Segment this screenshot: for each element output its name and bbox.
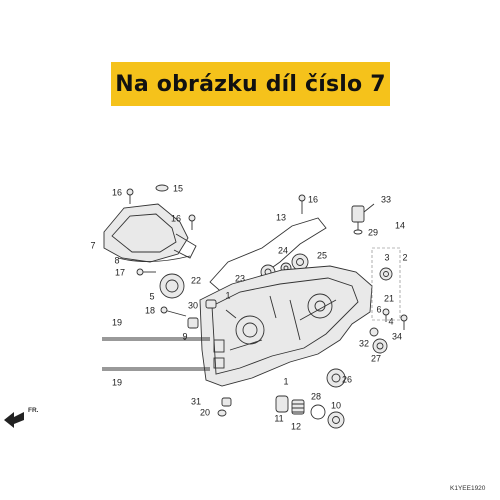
- callout-label-12: 12: [291, 421, 301, 431]
- callout-label-30: 30: [188, 300, 198, 310]
- banner-text: Na obrázku díl číslo 7: [115, 71, 386, 97]
- callout-label-24: 24: [278, 245, 288, 255]
- callout-label-6: 6: [376, 304, 381, 314]
- callout-label-19: 19: [112, 317, 122, 327]
- callout-label-28: 28: [311, 391, 321, 401]
- front-direction-arrow-icon: [4, 412, 24, 428]
- callout-label-23: 23: [235, 273, 245, 283]
- pipe-part-8: [117, 255, 191, 263]
- callout-label-7: 7: [90, 240, 95, 250]
- callout-label-14: 14: [395, 220, 405, 230]
- bolt-icon: [188, 214, 196, 230]
- seal-part-3: [379, 267, 393, 281]
- callout-label-1: 1: [225, 290, 230, 300]
- seal-part-27: [372, 338, 388, 354]
- bolt-icon: [298, 194, 306, 214]
- callout-label-29: 29: [368, 227, 378, 237]
- callout-label-1: 1: [283, 376, 288, 386]
- callout-label-13: 13: [276, 212, 286, 222]
- seal-part-22: [159, 273, 185, 299]
- diagram-code: K1YEE1920: [450, 485, 486, 492]
- crankcase-part-1: [199, 265, 373, 387]
- callout-label-34: 34: [392, 331, 402, 341]
- callout-label-18: 18: [145, 305, 155, 315]
- pin-part-32: [369, 327, 379, 337]
- plug-part-31: [221, 397, 232, 407]
- sensor-part-14: [351, 203, 375, 235]
- bolt-icon: [382, 308, 390, 322]
- callout-label-5: 5: [149, 291, 154, 301]
- dowel-part-30: [205, 299, 217, 309]
- callout-label-16: 16: [171, 213, 181, 223]
- callout-label-33: 33: [381, 194, 391, 204]
- cap-part-9: [187, 317, 199, 329]
- callout-label-8: 8: [114, 255, 119, 265]
- callout-label-20: 20: [200, 407, 210, 417]
- callout-label-2: 2: [402, 252, 407, 262]
- cap-part-10: [327, 411, 345, 429]
- callout-label-3: 3: [384, 252, 389, 262]
- cover-part-7: [103, 203, 197, 263]
- callout-label-25: 25: [317, 250, 327, 260]
- seal-part-26: [326, 368, 346, 388]
- callout-label-26: 26: [342, 374, 352, 384]
- oring-part-28: [310, 404, 326, 420]
- part-number-banner: Na obrázku díl číslo 7: [111, 62, 390, 106]
- callout-label-9: 9: [182, 331, 187, 341]
- callout-label-15: 15: [173, 183, 183, 193]
- callout-label-32: 32: [359, 338, 369, 348]
- callout-label-31: 31: [191, 396, 201, 406]
- screen-part-11: [275, 395, 289, 413]
- washer-icon: [155, 184, 169, 192]
- bolt-icon: [126, 188, 134, 204]
- callout-label-17: 17: [115, 267, 125, 277]
- spring-part-12: [291, 399, 305, 415]
- callout-label-16: 16: [308, 194, 318, 204]
- callout-label-10: 10: [331, 400, 341, 410]
- washer-part-20: [217, 409, 227, 417]
- bolt-icon: [160, 306, 187, 317]
- callout-label-21: 21: [384, 293, 394, 303]
- callout-label-27: 27: [371, 353, 381, 363]
- direction-label: FR.: [28, 407, 39, 414]
- callout-label-16: 16: [112, 187, 122, 197]
- bolt-icon: [136, 268, 156, 276]
- callout-label-11: 11: [274, 413, 283, 423]
- bolt-icon: [400, 314, 408, 330]
- bearing-part-25: [291, 253, 309, 271]
- callout-label-19: 19: [112, 377, 122, 387]
- callout-label-4: 4: [388, 316, 393, 326]
- callout-label-22: 22: [191, 275, 201, 285]
